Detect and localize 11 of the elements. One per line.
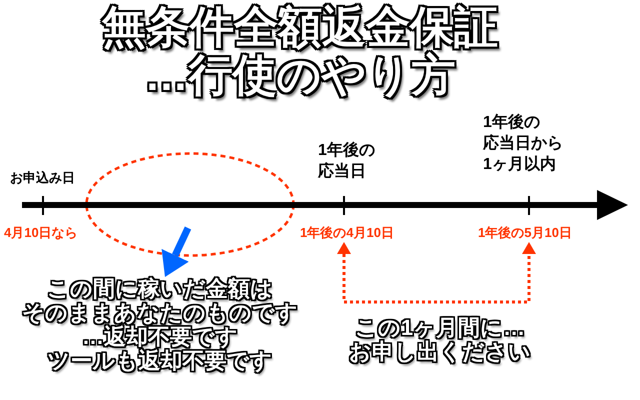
title: 無条件全額返金保証…行使のやり方	[80, 4, 520, 100]
arrow	[162, 226, 192, 277]
timeline-label: お申込み日	[10, 169, 75, 187]
dotted-arrow	[337, 242, 536, 304]
note-text: この1ヶ月間に…お申し出ください	[330, 316, 550, 364]
date-label: 4月10日なら	[4, 224, 78, 242]
dotted-ellipse	[85, 152, 295, 257]
date-label: 1年後の4月10日	[300, 223, 394, 242]
timeline-label: 1年後の応当日から1ヶ月以内	[483, 112, 563, 175]
timeline-label: 1年後の応当日	[318, 140, 375, 182]
date-label: 1年後の5月10日	[478, 223, 572, 242]
